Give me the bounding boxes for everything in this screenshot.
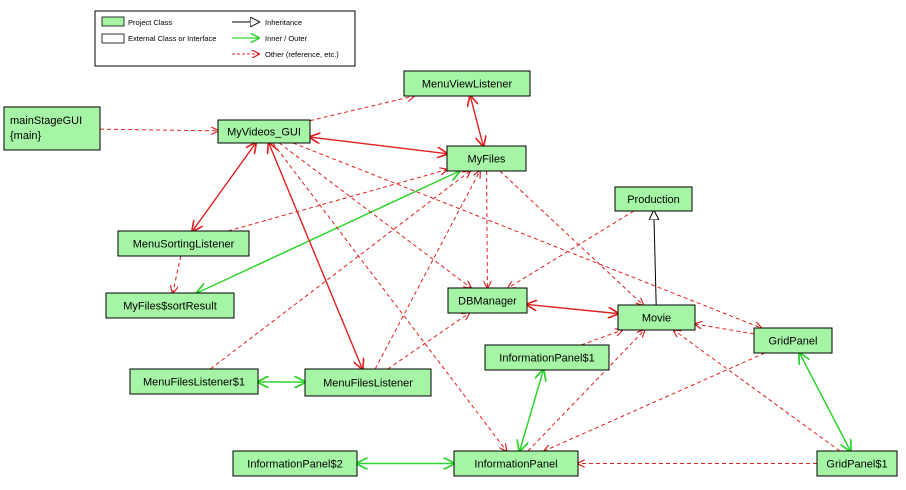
- edge-MenuSortingListener-to-MyFiles: [227, 170, 447, 232]
- class-label: {main}: [10, 130, 42, 142]
- nodes-layer: mainStageGUI {main} MyVideos_GUI MenuViewLi…: [3, 70, 898, 477]
- class-label: InformationPanel$1: [499, 353, 594, 365]
- class-node-DBManager[interactable]: DBManager: [447, 287, 528, 314]
- class-box: [304, 368, 432, 397]
- class-box: [614, 186, 693, 212]
- class-label: Production: [627, 194, 680, 206]
- edge-MyVideos_GUI-to-MenuViewListener: [309, 96, 414, 122]
- class-box: [403, 70, 531, 97]
- class-node-Movie[interactable]: Movie: [617, 304, 696, 331]
- edge-DBManager-to-Movie: [527, 304, 618, 313]
- class-node-GridPanel[interactable]: GridPanel: [753, 327, 833, 354]
- edge-MyFiles-to-Movie: [499, 170, 643, 305]
- edge-MyFiles-to-DBManager: [487, 170, 488, 288]
- class-box: [129, 368, 259, 395]
- edge-MenuViewListener-to-MyFiles: [470, 96, 483, 146]
- edge-MyVideos_GUI-to-MenuFilesListener: [269, 143, 363, 369]
- class-label: MyFiles: [468, 154, 506, 166]
- class-box: [447, 287, 528, 314]
- class-node-InformationPanel-2[interactable]: InformationPanel$2: [232, 450, 358, 477]
- edge-InformationPanel$1-to-Movie: [581, 330, 622, 346]
- legend-inner-outer: Inner / Outer: [265, 34, 308, 43]
- class-node-Production[interactable]: Production: [614, 186, 693, 212]
- edge-mainStageGUI-to-MyVideos_GUI: [99, 129, 218, 131]
- class-box: [232, 450, 358, 477]
- class-node-InformationPanel-1[interactable]: InformationPanel$1: [484, 344, 610, 371]
- edge-MenuFilesListener-to-DBManager: [387, 313, 470, 370]
- edge-Production-to-DBManager: [508, 210, 635, 288]
- class-label: mainStageGUI: [10, 115, 82, 127]
- class-label: InformationPanel$2: [247, 459, 342, 471]
- edge-MenuFilesListener$1-to-MyFiles: [210, 171, 470, 370]
- legend-external-class: External Class or Interface: [128, 34, 216, 43]
- legend-project-swatch: [101, 16, 125, 27]
- class-label: GridPanel: [769, 336, 818, 348]
- class-label: GridPanel$1: [826, 459, 887, 471]
- class-box: [753, 327, 833, 354]
- class-node-MyFiles[interactable]: MyFiles: [446, 145, 527, 172]
- legend-other: Other (reference, etc.): [265, 50, 339, 59]
- class-node-MenuFilesListener-1[interactable]: MenuFilesListener$1: [129, 368, 259, 395]
- class-node-MenuSortingListener[interactable]: MenuSortingListener: [117, 230, 250, 257]
- class-node-GridPanel-1[interactable]: GridPanel$1: [816, 450, 898, 477]
- class-node-InformationPanel[interactable]: InformationPanel: [453, 450, 579, 477]
- class-label: MenuFilesListener: [323, 378, 413, 390]
- edge-MyVideos_GUI-to-InformationPanel: [272, 142, 507, 451]
- edge-MenuFilesListener-to-MyFiles: [374, 171, 480, 370]
- class-node-MenuViewListener[interactable]: MenuViewListener: [403, 70, 531, 97]
- class-box: [105, 292, 235, 319]
- edge-GridPanel-to-InformationPanel: [544, 352, 766, 451]
- class-label: MenuViewListener: [422, 79, 513, 91]
- class-label: MyVideos_GUI: [227, 127, 301, 139]
- class-node-MenuFilesListener[interactable]: MenuFilesListener: [304, 368, 432, 397]
- class-label: DBManager: [458, 296, 517, 308]
- class-box: [117, 230, 250, 257]
- edge-Movie-to-Production: [654, 211, 656, 306]
- class-label: MenuFilesListener$1: [143, 377, 245, 389]
- edge-MyVideos_GUI-to-MenuSortingListener: [192, 143, 255, 231]
- class-node-MyFiles-sortResult[interactable]: MyFiles$sortResult: [105, 292, 235, 319]
- class-label: Movie: [642, 313, 671, 325]
- edge-GridPanel-to-Movie: [695, 324, 755, 335]
- class-box: [3, 106, 101, 151]
- edge-MyVideos_GUI-to-DBManager: [278, 142, 471, 288]
- edge-MyVideos_GUI-to-MyFiles: [310, 137, 447, 154]
- class-box: [484, 344, 610, 371]
- class-node-MyVideos_GUI[interactable]: MyVideos_GUI: [217, 119, 311, 144]
- legend-inheritance: Inheritance: [265, 18, 302, 27]
- class-node-mainStageGUI[interactable]: mainStageGUI {main}: [3, 106, 101, 151]
- edge-InformationPanel-to-InformationPanel$1: [520, 370, 544, 451]
- legend-box: [94, 10, 356, 67]
- edge-GridPanel-to-GridPanel$1: [800, 353, 851, 451]
- class-box: [453, 450, 579, 477]
- edge-MenuSortingListener-to-MyFiles$sortResult: [173, 255, 182, 293]
- class-box: [617, 304, 696, 331]
- legend-project-class: Project Class: [128, 18, 172, 27]
- class-box: [446, 145, 527, 172]
- class-label: MyFiles$sortResult: [123, 301, 217, 313]
- legend: Project Class External Class or Interfac…: [94, 10, 356, 67]
- class-label: InformationPanel: [474, 459, 557, 471]
- edge-GridPanel$1-to-Movie: [674, 330, 841, 452]
- legend-external-swatch: [101, 33, 125, 44]
- class-box: [816, 450, 898, 477]
- class-label: MenuSortingListener: [133, 239, 235, 251]
- edges-layer: [99, 96, 851, 464]
- class-box: [217, 119, 311, 144]
